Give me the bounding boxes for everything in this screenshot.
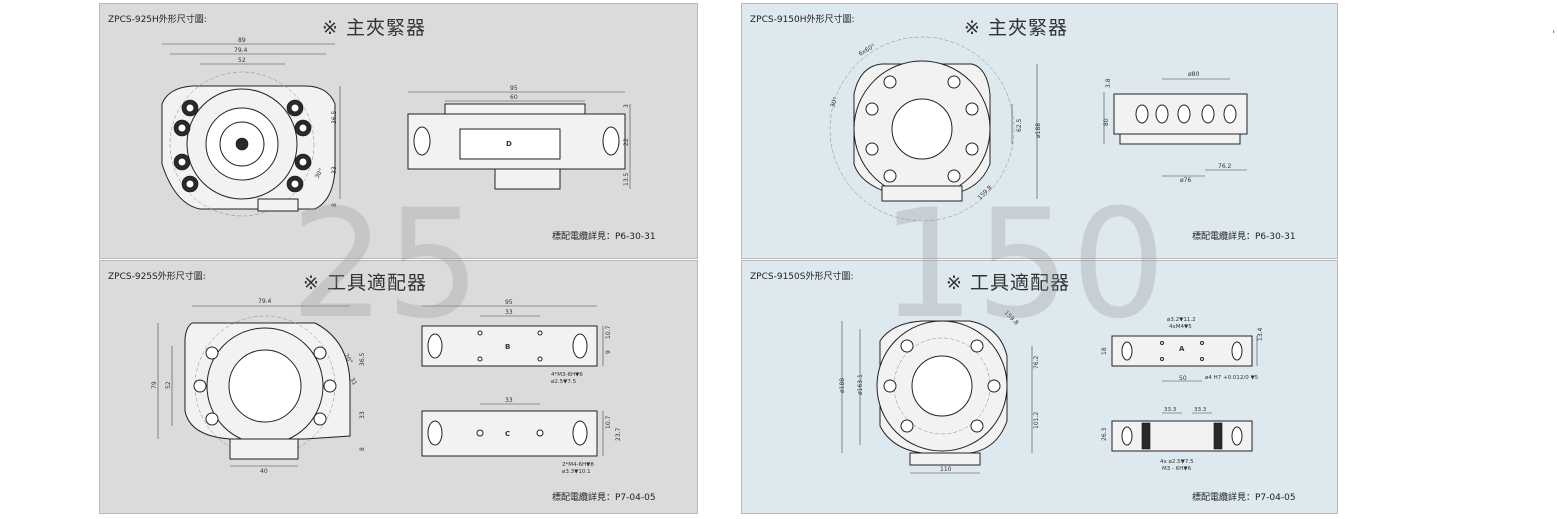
label-d: D [506,140,512,148]
dim-80-top: ø80 [1188,71,1199,78]
label-a: A [1179,345,1185,353]
tap-m4: 2*M4-6H▼8 [562,462,594,468]
tap-25: ø2.5▼7.5 [551,379,577,385]
tap-33: ø3.3▼10.1 [562,469,591,475]
panel-title: ZPCS-9150H外形尺寸圖: [750,15,855,25]
dim-3-8: 3.8 [1105,78,1112,88]
panel-9150h: ZPCS-9150H外形尺寸圖: ※ 主夾緊器 6x60° 30° 62.5 ø… [741,3,1338,259]
dim-8: 8 [331,203,338,207]
dim-33-top: 33 [505,309,513,316]
dim-30deg: 30° [829,96,839,108]
dim-76: ø76 [1180,177,1191,184]
dim-79: 79 [151,381,158,389]
panel-925h: ZPCS-925H外形尺寸圖: ※ 主夾緊器 89 79.4 [99,3,698,259]
dim-159-8: 159.8 [1003,309,1020,326]
dim-10-7-bottom: 10.7 [605,415,612,429]
dim-33-bottom: 33 [505,397,513,404]
reference-note: 標配電纜詳見：P6-30-31 [552,232,656,242]
side-view-top: ø3.2▼11.2 4xM4▼5 13.4 18 A 50 ø4 H7 +0.0… [1101,317,1264,382]
dim-76-2: 76.2 [1033,355,1040,369]
dim-60: 60 [510,94,518,101]
side-view: ø80 3.8 80 ø76 76.2 [1103,71,1248,184]
hole-m3: M3 - 6H▼6 [1162,466,1192,472]
edge-mark: ' [1552,30,1555,40]
dim-10-7: 10.7 [605,325,612,339]
dim-20deg: 20° [342,353,353,366]
drawing-925h: 89 79.4 52 36.5 33 8 30° 95 60 3 22 13.5… [161,37,631,217]
reference-note: 標配電纜詳見：P7-04-05 [552,493,656,503]
dim-23-7: 23.7 [615,427,622,441]
dim-79-4: 79.4 [258,298,272,305]
dim-36-5: 36.5 [331,110,338,124]
side-view-bottom: 33.3 33.3 26.3 4x ø2.5▼7.5 M3 - 6H▼6 [1101,407,1253,472]
dim-26-3: 26.3 [1101,427,1108,441]
dim-8: 8 [359,447,366,451]
dim-188: ø188 [839,378,846,393]
tap-m3: 4*M3-6H▼6 [551,372,583,378]
dim-9: 9 [605,350,612,354]
label-b: B [505,343,510,351]
dim-33-3-a: 33.3 [1164,407,1177,413]
dim-22: 22 [623,138,630,146]
dim-163-1: ø163.1 [857,374,864,395]
panel-title: ZPCS-925S外形尺寸圖: [108,272,206,282]
panel-925s: ZPCS-925S外形尺寸圖: ※ 工具適配器 79.4 79 52 36.5 … [99,260,698,514]
dim-52: 52 [238,57,246,64]
hole-m4: 4xM4▼5 [1169,324,1192,330]
drawing-9150s: 159.8 ø188 ø163.1 76.2 101.2 110 ø3.2▼11… [839,309,1264,474]
front-view: 6x60° 30° 62.5 ø188 159.8 [829,36,1042,222]
panel-9150s: ZPCS-9150S外形尺寸圖: ※ 工具適配器 159.8 ø188 ø163… [741,260,1338,514]
reference-note: 標配電纜詳見：P7-04-05 [1192,493,1296,503]
side-view: 95 60 3 22 13.5 D [407,85,631,190]
drawing-925s: 79.4 79 52 36.5 33 8 40 20° 31 95 33 10.… [151,298,622,475]
dim-80: 80 [1103,118,1110,126]
dim-159-8: 159.8 [976,184,993,201]
front-view: 89 79.4 52 36.5 33 8 30° [161,37,341,217]
side-view-bottom: 33 10.7 23.7 C 2*M4-6H▼8 ø3.3▼10.1 [421,397,622,475]
dim-40: 40 [260,468,268,475]
dim-33-3-b: 33.3 [1194,407,1207,413]
hole-3-2: ø3.2▼11.2 [1167,317,1196,323]
hole-2-5: 4x ø2.5▼7.5 [1160,459,1194,465]
front-view: 159.8 ø188 ø163.1 76.2 101.2 110 [839,309,1040,474]
reference-note: 標配電纜詳見：P6-30-31 [1192,232,1296,242]
panel-tag: ※ 主夾緊器 [322,17,426,39]
dim-52: 52 [165,381,172,389]
dim-79-4: 79.4 [234,47,248,54]
front-view: 79.4 79 52 36.5 33 8 40 20° 31 [151,298,366,475]
dim-188: ø188 [1035,123,1042,138]
dim-62-5: 62.5 [1016,118,1023,132]
panel-title: ZPCS-925H外形尺寸圖: [108,15,207,25]
dim-13-4: 13.4 [1257,327,1264,341]
dim-33: 33 [359,411,366,419]
dim-13-5: 13.5 [623,172,630,186]
hole-h7: ø4 H7 +0.012/0 ▼5 [1205,375,1259,381]
drawing-9150h: 6x60° 30° 62.5 ø188 159.8 ø80 3.8 80 ø76… [829,36,1248,222]
side-view-top: 95 33 10.7 9 B 4*M3-6H▼6 ø2.5▼7.5 [421,299,612,385]
dim-95: 95 [510,85,518,92]
panel-tag: ※ 工具適配器 [946,272,1070,294]
dim-18: 18 [1101,347,1108,355]
dim-110: 110 [940,466,952,473]
dim-50: 50 [1179,375,1187,382]
dim-33: 33 [331,166,338,174]
panel-tag: ※ 主夾緊器 [964,17,1068,39]
dim-89: 89 [238,37,246,44]
dim-31: 31 [348,377,358,387]
dim-101-2: 101.2 [1033,412,1040,429]
dim-95: 95 [505,299,513,306]
panel-title: ZPCS-9150S外形尺寸圖: [750,272,854,282]
dim-36-5: 36.5 [359,352,366,366]
panel-tag: ※ 工具適配器 [303,272,427,294]
dim-3: 3 [623,104,630,108]
label-c: C [505,430,510,438]
dim-76-2: 76.2 [1218,163,1232,170]
dim-30deg: 30° [314,167,325,180]
